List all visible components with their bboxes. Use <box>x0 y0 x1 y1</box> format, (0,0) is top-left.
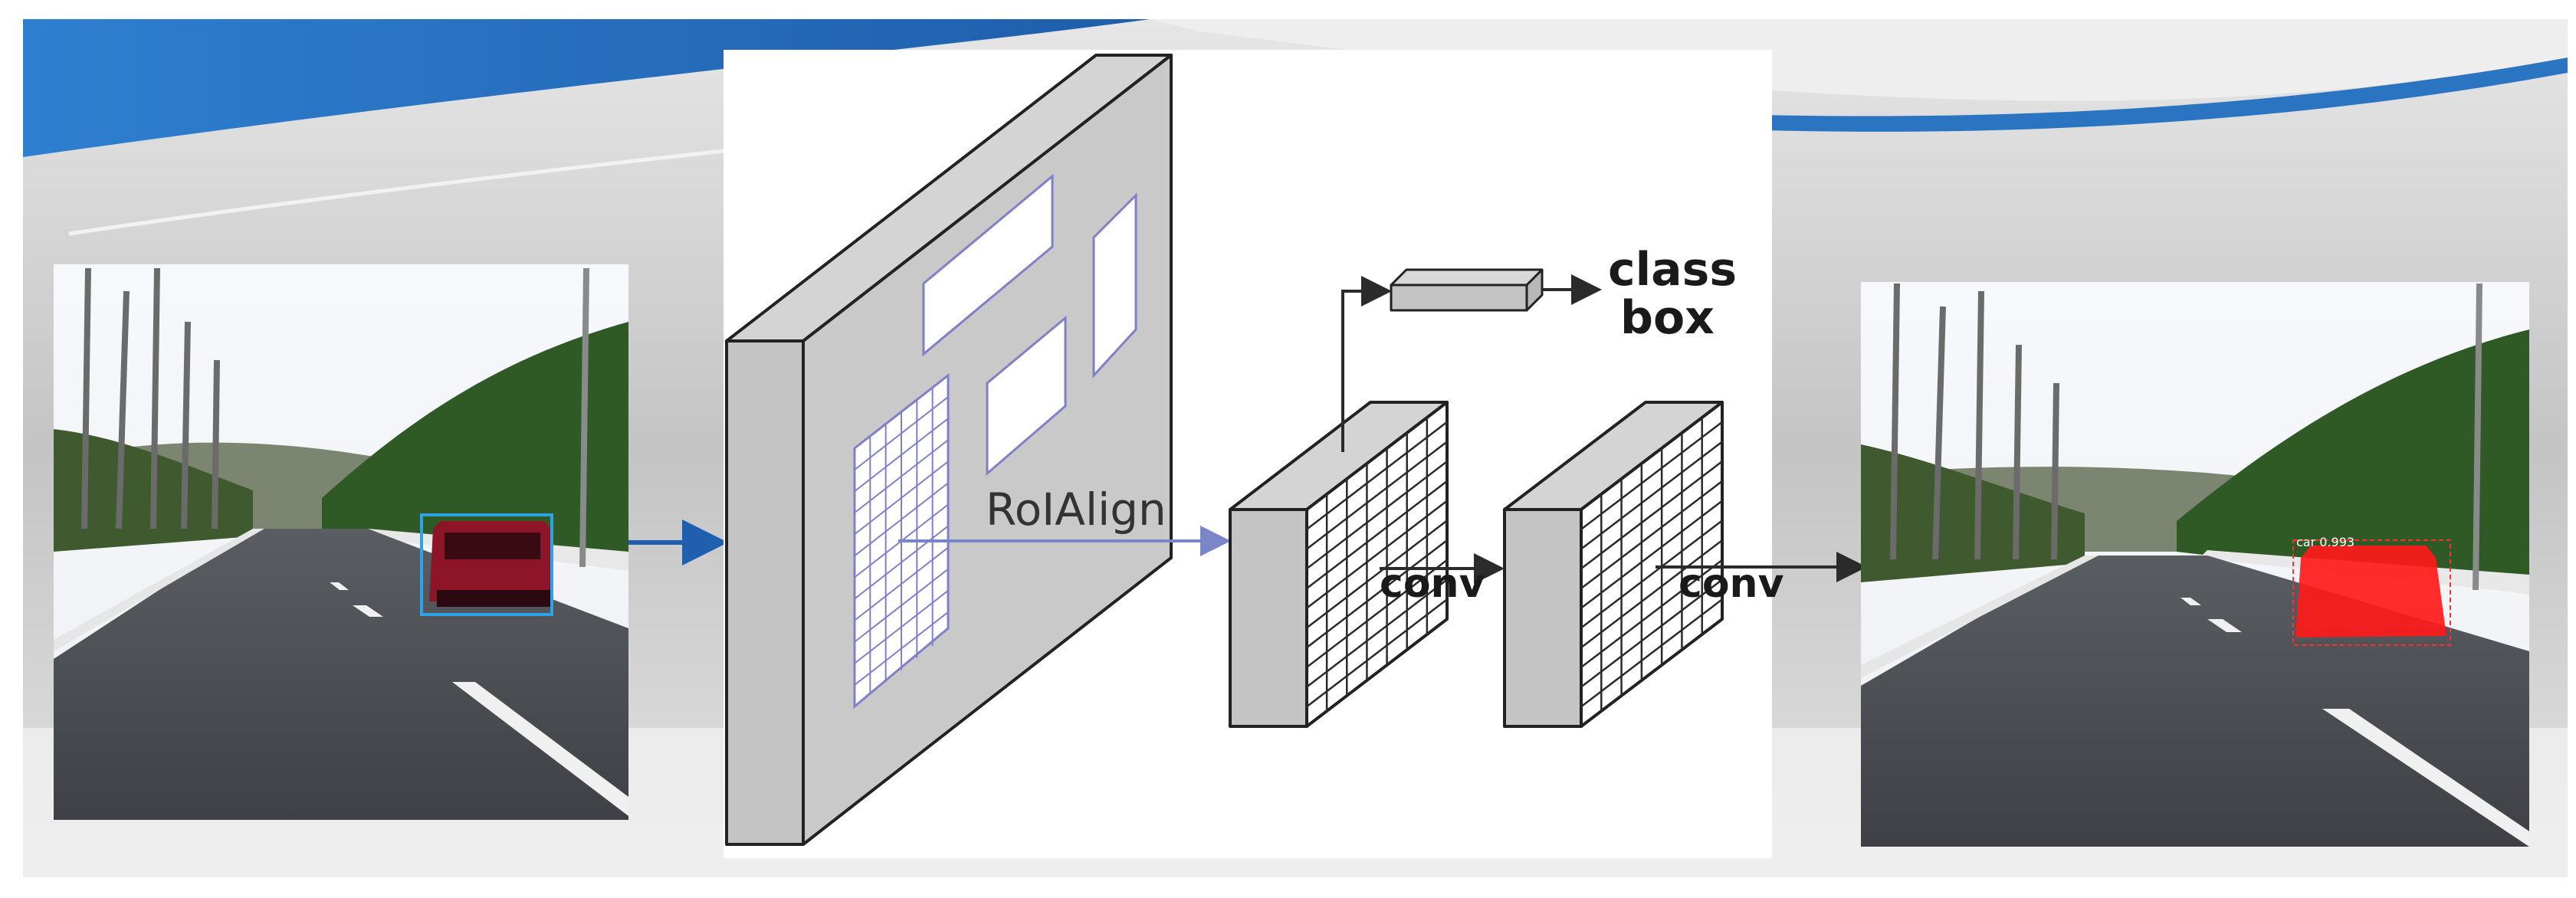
detection-score-label: car 0.993 <box>2296 535 2355 549</box>
output-photo <box>1861 282 2529 847</box>
output-bbox <box>2292 539 2451 646</box>
roi-proposal-3 <box>986 315 1067 477</box>
input-car <box>429 521 553 607</box>
block1-to-head-arrow <box>1341 276 1392 452</box>
roi-proposal-2 <box>1092 192 1137 379</box>
banner-swoosh-right <box>1763 57 2568 132</box>
input-bbox <box>420 513 553 616</box>
class-box-head <box>1390 268 1544 312</box>
conv-label-second: conv <box>1679 561 1784 607</box>
box-label: box <box>1620 291 1715 345</box>
output-car-mask <box>2295 546 2446 637</box>
conv-label-first: conv <box>1380 561 1485 607</box>
roi-feature-block-2 <box>1503 401 1724 728</box>
roi-proposals <box>922 173 1137 477</box>
roi-feature-block-1 <box>1229 401 1449 728</box>
roi-proposal-1 <box>922 173 1054 357</box>
roialign-label: RoIAlign <box>986 483 1167 536</box>
banner-swoosh <box>23 19 1150 157</box>
banner-highlight <box>1150 19 2568 101</box>
input-photo <box>54 264 628 820</box>
class-label: class <box>1608 243 1738 297</box>
